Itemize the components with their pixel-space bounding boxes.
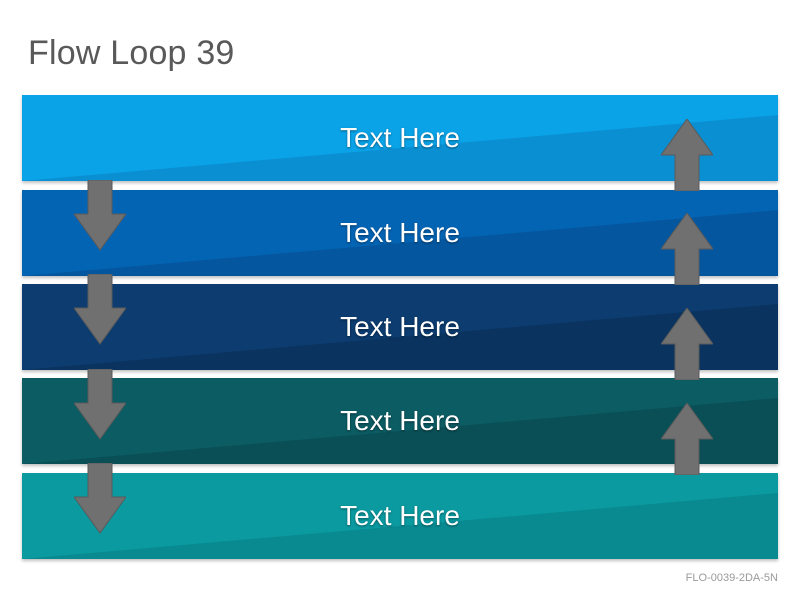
flow-step-4[interactable]: Text Here	[22, 378, 778, 464]
bar-shade	[22, 115, 778, 181]
bar-sheen	[22, 95, 778, 181]
arrow-up-icon	[661, 213, 713, 285]
bar-sheen	[22, 378, 778, 464]
slide-code: FLO-0039-2DA-5N	[685, 572, 778, 584]
bar-shade	[22, 398, 778, 464]
flow-step-label: Text Here	[340, 405, 460, 436]
flow-step-5[interactable]: Text Here	[22, 473, 778, 559]
bar-shade	[22, 493, 778, 559]
arrow-up-icon	[661, 308, 713, 380]
page-title: Flow Loop 39	[28, 34, 235, 72]
flow-step-2[interactable]: Text Here	[22, 190, 778, 276]
bar-shade	[22, 210, 778, 276]
arrow-down-icon	[74, 369, 126, 440]
arrow-down-icon	[74, 463, 126, 534]
flow-step-label: Text Here	[340, 311, 460, 342]
flow-step-1[interactable]: Text Here	[22, 95, 778, 181]
bar-sheen	[22, 190, 778, 276]
arrow-down-icon	[74, 274, 126, 345]
flow-step-3[interactable]: Text Here	[22, 284, 778, 370]
flow-step-label: Text Here	[340, 500, 460, 531]
bar-shade	[22, 304, 778, 370]
flow-step-label: Text Here	[340, 122, 460, 153]
arrow-down-icon	[74, 180, 126, 251]
bar-sheen	[22, 284, 778, 370]
flow-step-label: Text Here	[340, 217, 460, 248]
bar-sheen	[22, 473, 778, 559]
arrow-up-icon	[661, 119, 713, 191]
arrow-up-icon	[661, 403, 713, 475]
